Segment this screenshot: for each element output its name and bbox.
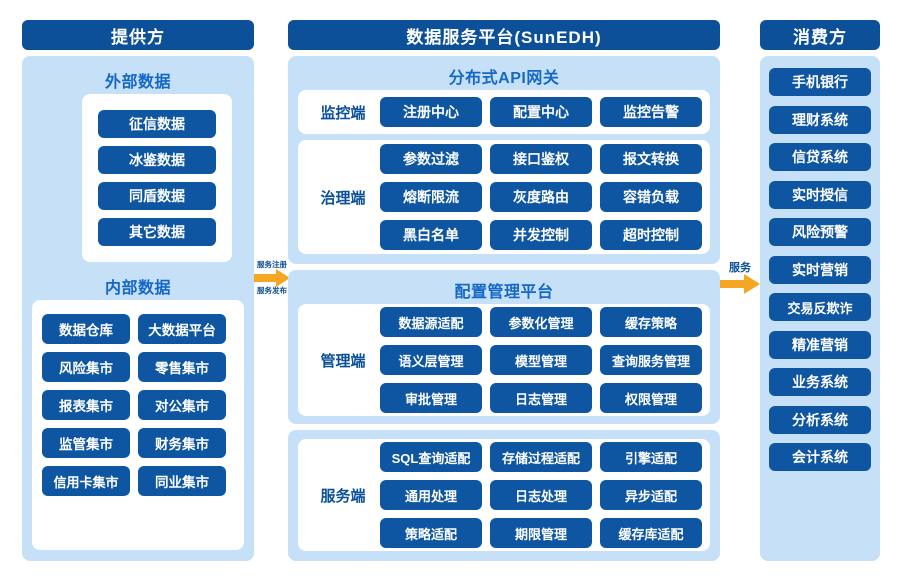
arrow-top-label: 服务注册 [257, 259, 287, 269]
consumer-panel: 手机银行 理财系统 信贷系统 实时授信 风险预警 实时营销 交易反欺诈 精准营销… [760, 56, 880, 561]
management-item[interactable]: 语义层管理 [380, 345, 482, 375]
internal-data-item[interactable]: 信用卡集市 [42, 466, 130, 496]
service-item[interactable]: 通用处理 [380, 480, 482, 510]
service-delivery-arrow-group: 服务 [718, 250, 762, 306]
service-item[interactable]: 存储过程适配 [490, 442, 592, 472]
platform-column-header: 数据服务平台(SunEDH) [288, 20, 720, 50]
consumer-item[interactable]: 业务系统 [769, 368, 871, 396]
service-panel: 服务端 SQL查询适配 存储过程适配 引擎适配 通用处理 日志处理 异步适配 策… [288, 430, 720, 561]
consumer-item[interactable]: 理财系统 [769, 105, 871, 134]
internal-data-title: 内部数据 [104, 280, 171, 297]
consumer-item[interactable]: 会计系统 [769, 443, 871, 471]
provider-panel: 外部数据 征信数据 冰鉴数据 同盾数据 其它数据 内部数据 数据仓库 大数据平台… [22, 56, 254, 561]
governance-item[interactable]: 熔断限流 [380, 182, 482, 212]
service-item[interactable]: SQL查询适配 [380, 442, 482, 472]
governance-item-grid: 参数过滤 接口鉴权 报文转换 熔断限流 灰度路由 容错负载 黑白名单 并发控制 … [380, 144, 702, 250]
internal-data-item[interactable]: 数据仓库 [42, 314, 130, 344]
service-item[interactable]: 缓存库适配 [600, 518, 702, 548]
internal-data-item[interactable]: 报表集市 [42, 390, 130, 420]
consumer-column-header: 消费方 [760, 20, 880, 50]
management-item[interactable]: 查询服务管理 [600, 345, 702, 375]
consumer-item[interactable]: 交易反欺诈 [769, 293, 871, 321]
monitor-section: 监控端 注册中心 配置中心 监控告警 [298, 90, 710, 134]
service-section: 服务端 SQL查询适配 存储过程适配 引擎适配 通用处理 日志处理 异步适配 策… [298, 439, 710, 551]
governance-section-label: 治理端 [320, 189, 366, 207]
internal-data-item[interactable]: 对公集市 [138, 390, 226, 420]
consumer-item[interactable]: 手机银行 [769, 68, 871, 96]
monitor-item-grid: 注册中心 配置中心 监控告警 [380, 97, 702, 127]
consumer-item[interactable]: 精准营销 [769, 330, 871, 359]
external-data-item[interactable]: 冰鉴数据 [98, 146, 216, 174]
service-item[interactable]: 异步适配 [600, 480, 702, 510]
config-management-title: 配置管理平台 [454, 284, 554, 301]
management-item[interactable]: 参数化管理 [490, 307, 592, 337]
governance-item[interactable]: 报文转换 [600, 144, 702, 174]
monitor-item[interactable]: 配置中心 [490, 97, 592, 127]
service-item-grid: SQL查询适配 存储过程适配 引擎适配 通用处理 日志处理 异步适配 策略适配 … [380, 442, 702, 548]
governance-item[interactable]: 参数过滤 [380, 144, 482, 174]
management-item[interactable]: 权限管理 [600, 383, 702, 413]
arrow-bottom-label: 服务发布 [257, 286, 287, 295]
internal-data-item[interactable]: 大数据平台 [138, 314, 226, 344]
service-registration-arrow-group: 服务注册 服务发布 [254, 250, 290, 306]
management-item[interactable]: 审批管理 [380, 383, 482, 413]
external-data-card: 征信数据 冰鉴数据 同盾数据 其它数据 [82, 94, 232, 262]
consumer-item[interactable]: 实时授信 [769, 180, 871, 209]
management-item[interactable]: 缓存策略 [600, 307, 702, 337]
internal-data-item[interactable]: 财务集市 [138, 428, 226, 458]
governance-section: 治理端 参数过滤 接口鉴权 报文转换 熔断限流 灰度路由 容错负载 黑白名单 并… [298, 140, 710, 254]
governance-item[interactable]: 灰度路由 [490, 182, 592, 212]
external-data-item[interactable]: 征信数据 [98, 110, 216, 138]
service-section-label: 服务端 [320, 487, 366, 505]
config-management-panel: 配置管理平台 管理端 数据源适配 参数化管理 缓存策略 语义层管理 模型管理 查… [288, 270, 720, 424]
service-item[interactable]: 期限管理 [490, 518, 592, 548]
internal-data-item[interactable]: 同业集市 [138, 466, 226, 496]
management-item-grid: 数据源适配 参数化管理 缓存策略 语义层管理 模型管理 查询服务管理 审批管理 … [380, 307, 702, 413]
management-item[interactable]: 数据源适配 [380, 307, 482, 337]
governance-item[interactable]: 并发控制 [490, 220, 592, 250]
management-section: 管理端 数据源适配 参数化管理 缓存策略 语义层管理 模型管理 查询服务管理 审… [298, 304, 710, 416]
service-item[interactable]: 引擎适配 [600, 442, 702, 472]
api-gateway-title: 分布式API网关 [448, 70, 560, 87]
external-data-item[interactable]: 同盾数据 [98, 182, 216, 210]
governance-item[interactable]: 黑白名单 [380, 220, 482, 250]
external-data-title: 外部数据 [104, 74, 171, 91]
internal-data-item[interactable]: 零售集市 [138, 352, 226, 382]
arrow-right-icon [254, 269, 290, 287]
monitor-item[interactable]: 注册中心 [380, 97, 482, 127]
arrow-right-icon [720, 274, 760, 295]
governance-item[interactable]: 容错负载 [600, 182, 702, 212]
internal-data-item[interactable]: 风险集市 [42, 352, 130, 382]
consumer-item[interactable]: 风险预警 [769, 218, 871, 246]
internal-data-item[interactable]: 监管集市 [42, 428, 130, 458]
monitor-section-label: 监控端 [320, 104, 366, 122]
consumer-item[interactable]: 分析系统 [769, 405, 871, 434]
consumer-item[interactable]: 信贷系统 [769, 143, 871, 171]
internal-data-card: 数据仓库 大数据平台 风险集市 零售集市 报表集市 对公集市 监管集市 财务集市… [32, 300, 244, 550]
consumer-item[interactable]: 实时营销 [769, 255, 871, 284]
management-item[interactable]: 日志管理 [490, 383, 592, 413]
management-item[interactable]: 模型管理 [490, 345, 592, 375]
governance-item[interactable]: 接口鉴权 [490, 144, 592, 174]
arrow-top-label: 服务 [729, 261, 751, 274]
provider-column-header: 提供方 [22, 20, 254, 50]
external-data-item[interactable]: 其它数据 [98, 218, 216, 246]
governance-item[interactable]: 超时控制 [600, 220, 702, 250]
management-section-label: 管理端 [320, 352, 366, 370]
monitor-item[interactable]: 监控告警 [600, 97, 702, 127]
api-gateway-panel: 分布式API网关 监控端 注册中心 配置中心 监控告警 治理端 参数过滤 接口鉴… [288, 56, 720, 264]
service-item[interactable]: 策略适配 [380, 518, 482, 548]
service-item[interactable]: 日志处理 [490, 480, 592, 510]
